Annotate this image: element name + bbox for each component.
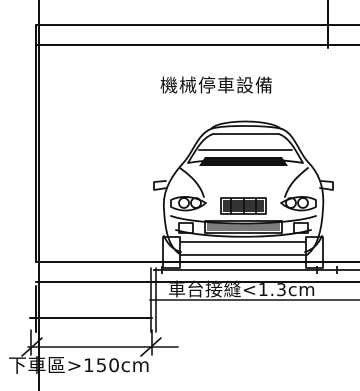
left-wheel-arch [163, 235, 182, 253]
area-dimension-tick-right [140, 337, 162, 357]
right-fog-light [293, 222, 309, 234]
car-detail-fill [199, 157, 288, 231]
top-beam [35, 24, 360, 46]
left-headlight [170, 196, 207, 212]
car-body [162, 125, 325, 256]
grille-shade [223, 200, 264, 212]
unloading-area-label: 下車區>150cm [8, 355, 151, 377]
right-headlight-ring-inner [285, 197, 297, 209]
left-headlight-ring-inner [178, 197, 190, 209]
right-mirror [319, 180, 334, 191]
windshield-shade [199, 157, 288, 166]
left-tire [162, 236, 181, 269]
right-headlight [280, 196, 317, 212]
roof-rail [210, 120, 282, 130]
car-front-drawing [153, 120, 334, 269]
license-plate-area [204, 220, 283, 234]
bumper-shade [207, 223, 280, 231]
dimension-lines [21, 267, 360, 357]
right-tire [305, 236, 324, 269]
left-mirror [153, 180, 168, 191]
left-headlight-ring-outer [190, 197, 202, 209]
lower-platform-lines [35, 261, 360, 283]
area-dimension-tick-left [21, 337, 43, 357]
front-hood [179, 167, 309, 198]
left-fog-light [178, 222, 194, 234]
platform-gap-label: 車台接縫<1.3cm [168, 280, 317, 301]
equipment-label: 機械停車設備 [160, 76, 274, 97]
right-headlight-ring-outer [297, 197, 309, 209]
right-wheel-arch [304, 235, 323, 253]
parking-platform [153, 261, 360, 274]
structure-lines [29, 0, 360, 391]
